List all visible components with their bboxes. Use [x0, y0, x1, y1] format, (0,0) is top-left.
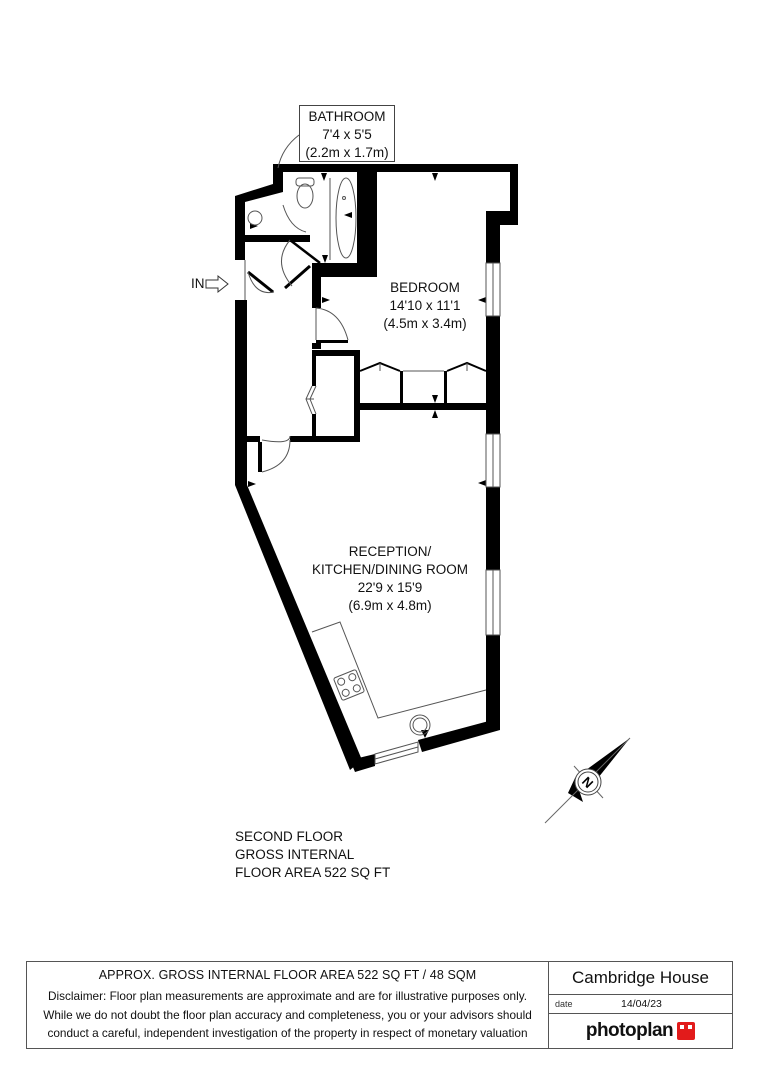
bedroom-dims-metric: (4.5m x 3.4m) [383, 316, 467, 331]
floor-info-line2: GROSS INTERNAL [235, 847, 355, 862]
wall-bottom [418, 718, 500, 752]
bathroom-dims-metric: (2.2m x 1.7m) [305, 145, 389, 160]
brand-logo: photoplan [549, 1014, 732, 1048]
wall-bottom [350, 754, 375, 772]
footer-disclaimer-section: APPROX. GROSS INTERNAL FLOOR AREA 522 SQ… [27, 962, 549, 1048]
wall-right [486, 211, 500, 263]
wall-angled [235, 485, 362, 770]
reception-name-2: KITCHEN/DINING ROOM [311, 562, 468, 577]
bathroom-name: BATHROOM [308, 109, 386, 124]
reception-dims-imperial: 22'9 x 15'9 [357, 580, 423, 595]
reception-name-1: RECEPTION/ [348, 544, 432, 559]
wall-top [273, 164, 518, 225]
disclaimer-line: Disclaimer: Floor plan measurements are … [47, 989, 528, 1003]
wall-partition [245, 235, 310, 242]
bedroom-name: BEDROOM [390, 280, 460, 295]
floor-plan: N [205, 134, 631, 824]
bathroom-dims-imperial: 7'4 x 5'5 [322, 127, 372, 142]
photoplan-logo-icon [677, 1022, 696, 1040]
wall-top-left [235, 184, 283, 260]
date-value: 14/04/23 [621, 998, 662, 1010]
wall-bedroom-left [312, 263, 321, 308]
entrance-label: IN [191, 276, 205, 291]
date-label: date [555, 999, 573, 1009]
disclaimer-line: conduct a careful, independent investiga… [47, 1026, 528, 1040]
floor-area-title: APPROX. GROSS INTERNAL FLOOR AREA 522 SQ… [98, 968, 477, 982]
wall-bath [312, 172, 377, 277]
wall-right [486, 635, 500, 730]
disclaimer-line: While we do not doubt the floor plan acc… [43, 1007, 532, 1022]
footer-info-section: Cambridge House date 14/04/23 photoplan [549, 962, 732, 1048]
floor-info-line3: FLOOR AREA 522 SQ FT [235, 865, 391, 880]
disclaimer-text: Disclaimer: Floor plan measurements are … [27, 987, 548, 1043]
wall-right [486, 316, 500, 434]
footer-panel: APPROX. GROSS INTERNAL FLOOR AREA 522 SQ… [26, 961, 733, 1049]
bathroom-label: BATHROOM 7'4 x 5'5 (2.2m x 1.7m) [299, 105, 395, 162]
brand-name: photoplan [585, 1020, 674, 1041]
bedroom-label: BEDROOM 14'10 x 11'1 (4.5m x 3.4m) [370, 279, 480, 333]
reception-label: RECEPTION/ KITCHEN/DINING ROOM 22'9 x 15… [305, 543, 475, 615]
floor-info-line1: SECOND FLOOR [235, 829, 344, 844]
floor-info: SECOND FLOOR GROSS INTERNAL FLOOR AREA 5… [235, 828, 390, 882]
wall-right [486, 487, 500, 570]
wall-left [235, 300, 247, 485]
property-name: Cambridge House [549, 962, 732, 995]
date-row: date 14/04/23 [549, 995, 732, 1014]
bedroom-dims-imperial: 14'10 x 11'1 [389, 298, 461, 313]
compass-icon: N [544, 737, 631, 824]
reception-dims-metric: (6.9m x 4.8m) [348, 598, 432, 613]
